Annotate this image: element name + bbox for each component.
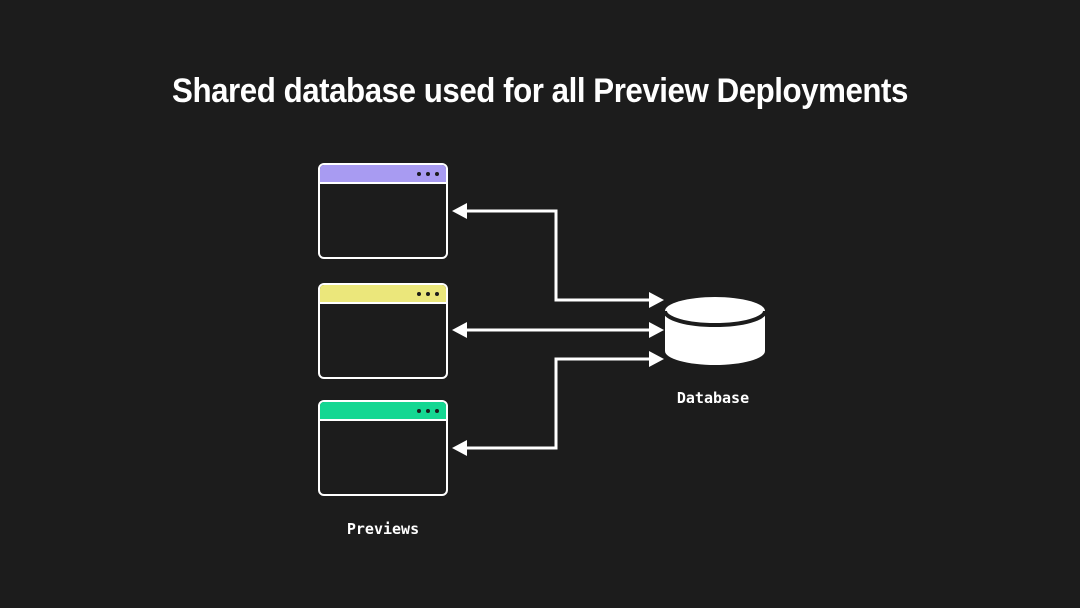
window-control-dot (426, 171, 430, 176)
window-control-dot (417, 291, 421, 296)
window-titlebar (320, 402, 446, 421)
window-control-dot (417, 171, 421, 176)
window-control-dot (417, 408, 421, 413)
window-titlebar (320, 165, 446, 184)
arrowhead-left (452, 440, 467, 456)
window-control-dot (435, 408, 439, 413)
arrow-top (452, 203, 664, 308)
arrow-middle (452, 322, 664, 338)
arrowhead-left (452, 322, 467, 338)
window-control-dot (435, 171, 439, 176)
database-label: Database (676, 389, 750, 407)
arrowhead-right (649, 351, 664, 367)
window-titlebar (320, 285, 446, 304)
arrowhead-left (452, 203, 467, 219)
database-icon (663, 297, 767, 365)
preview-window-yellow (318, 283, 448, 379)
window-control-dot (426, 291, 430, 296)
previews-label: Previews (346, 520, 420, 538)
preview-window-purple (318, 163, 448, 259)
window-control-dot (435, 291, 439, 296)
arrowhead-right (649, 322, 664, 338)
arrowhead-right (649, 292, 664, 308)
preview-window-green (318, 400, 448, 496)
diagram-title: Shared database used for all Preview Dep… (172, 72, 908, 110)
arrow-bottom (452, 351, 664, 456)
window-control-dot (426, 408, 430, 413)
